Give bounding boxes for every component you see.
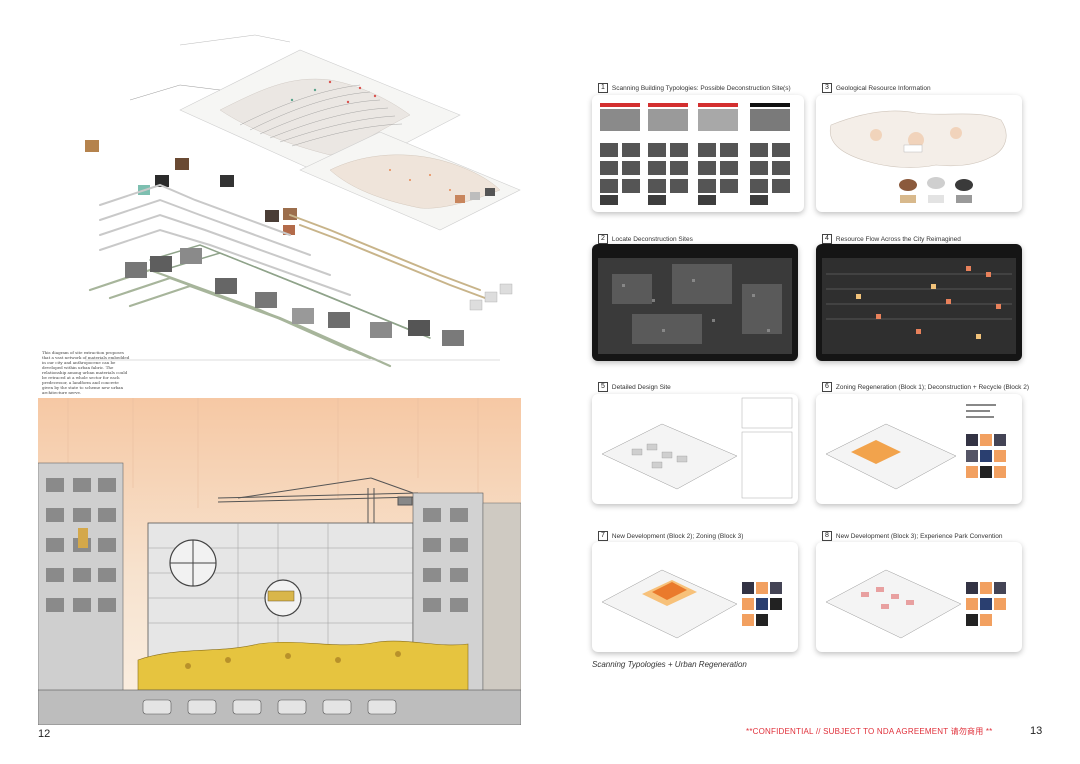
panel-number: 5 <box>598 382 608 392</box>
panel-title-4: 4 Resource Flow Across the City Reimagin… <box>822 234 961 244</box>
gold-rubble-field <box>137 640 469 691</box>
section-perspective-illustration <box>38 398 521 725</box>
panel-number: 7 <box>598 531 608 541</box>
geological-map <box>829 110 1007 203</box>
panel-title-1: 1 Scanning Building Typologies: Possible… <box>598 83 791 93</box>
panel-4-card <box>816 244 1022 361</box>
resource-flow-map <box>822 258 1016 354</box>
panel-title-text: Geological Resource Information <box>835 84 931 92</box>
sample-soil <box>85 140 99 152</box>
panel-5-card <box>592 394 798 504</box>
panel-number: 4 <box>822 234 832 244</box>
panel-8-card <box>816 542 1022 652</box>
panel-number: 2 <box>598 234 608 244</box>
panel-7-card <box>592 542 798 652</box>
panel-title-text: New Development (Block 3); Experience Pa… <box>835 532 1003 540</box>
panel-title-text: Detailed Design Site <box>611 383 671 391</box>
panel-1-card <box>592 95 804 212</box>
design-site-axonometric <box>601 397 793 499</box>
panel-2-card <box>592 244 798 361</box>
spread-subtitle: Scanning Typologies + Urban Regeneration <box>592 660 747 669</box>
panel-title-2: 2 Locate Deconstruction Sites <box>598 234 693 244</box>
panel-3-card <box>816 95 1022 212</box>
panel-number: 6 <box>822 382 832 392</box>
right-page-number: 13 <box>1030 725 1043 737</box>
panel-title-3: 3 Geological Resource Information <box>822 83 931 93</box>
panel-title-text: New Development (Block 2); Zoning (Block… <box>611 532 744 540</box>
building-photo-tiles <box>125 248 513 346</box>
diagram-caption: This diagram of site extraction proposes… <box>42 350 130 395</box>
panel-number: 8 <box>822 531 832 541</box>
typology-photo-grid <box>600 103 790 205</box>
new-development-axonometric <box>601 569 782 639</box>
panel-title-8: 8 New Development (Block 3); Experience … <box>822 531 1002 541</box>
isometric-material-flow-diagram <box>85 34 521 368</box>
panel-title-7: 7 New Development (Block 2); Zoning (Blo… <box>598 531 743 541</box>
panel-number: 1 <box>598 83 608 93</box>
panel-title-5: 5 Detailed Design Site <box>598 382 671 392</box>
experience-park-axonometric <box>825 569 1006 639</box>
city-map-sheet-lower <box>299 131 521 231</box>
left-page-number: 12 <box>38 728 51 740</box>
panel-title-6: 6 Zoning Regeneration (Block 1); Deconst… <box>822 382 1029 392</box>
panel-6-card <box>816 394 1022 504</box>
panel-title-text: Resource Flow Across the City Reimagined <box>835 235 961 243</box>
panel-title-text: Zoning Regeneration (Block 1); Deconstru… <box>835 383 1030 391</box>
panel-number: 3 <box>822 83 832 93</box>
left-tower <box>38 462 124 694</box>
confidential-notice: **CONFIDENTIAL // SUBJECT TO NDA AGREEME… <box>746 727 993 736</box>
panel-title-text: Scanning Building Typologies: Possible D… <box>611 84 791 92</box>
panel-title-text: Locate Deconstruction Sites <box>611 235 693 243</box>
zoning-regeneration-axonometric <box>825 404 1006 490</box>
deconstruction-site-map <box>598 258 792 354</box>
